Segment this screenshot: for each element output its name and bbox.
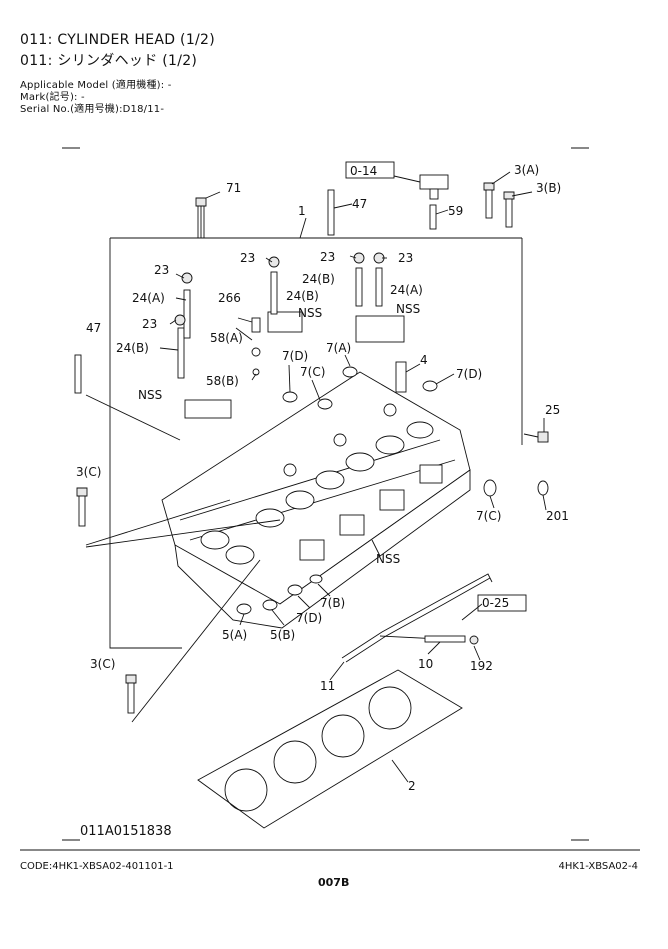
callout-5b: 5(B) [270, 628, 295, 642]
injector-clamp-center [267, 256, 303, 333]
stud-47-top [327, 189, 335, 236]
mark: Mark(記号): - [20, 92, 85, 103]
callout-nss: NSS [298, 306, 322, 320]
callout-47: 47 [352, 197, 367, 211]
callout-4: 4 [420, 353, 428, 367]
leader-lines [85, 171, 547, 783]
callout-47: 47 [86, 321, 101, 335]
callout-7d: 7(D) [296, 611, 322, 625]
callout-7c: 7(C) [300, 365, 325, 379]
drawing-id: 011A0151838 [80, 824, 172, 839]
glow-plug-harness [341, 573, 493, 663]
callout-23: 23 [398, 251, 413, 265]
callout-10: 10 [418, 657, 433, 671]
head-gasket [197, 669, 463, 829]
callout-2: 2 [408, 779, 416, 793]
callout-24a: 24(A) [390, 283, 423, 297]
callout-3c: 3(C) [76, 465, 101, 479]
callout-24a: 24(A) [132, 291, 165, 305]
callout-58b: 58(B) [206, 374, 239, 388]
callout-71: 71 [226, 181, 241, 195]
callout-7b: 7(B) [320, 596, 345, 610]
callout-7d: 7(D) [456, 367, 482, 381]
dowel-266 [251, 317, 261, 376]
injector-clamp-left [174, 272, 232, 419]
bolt-71 [195, 197, 207, 238]
reference-box-025 [477, 594, 527, 612]
callout-25: 25 [545, 403, 560, 417]
bolt-3c-left [76, 487, 88, 527]
callout-0-14: 0-14 [350, 164, 377, 178]
bolt-3b [503, 191, 515, 228]
callout-7d: 7(D) [282, 349, 308, 363]
injector-clamp-right [353, 252, 405, 343]
reference-box-014 [345, 161, 395, 179]
plugs-7 [236, 366, 549, 615]
callout-24b: 24(B) [116, 341, 149, 355]
sheet-code: 4HK1-XBSA02-4 [558, 861, 638, 872]
callout-nss: NSS [396, 302, 420, 316]
callout-266: 266 [218, 291, 241, 305]
callout-5a: 5(A) [222, 628, 247, 642]
callout-58a: 58(A) [210, 331, 243, 345]
bolt-3a [483, 182, 495, 219]
callout-192: 192 [470, 659, 493, 673]
page-title: 011: CYLINDER HEAD (1/2) [20, 32, 216, 48]
callout-23: 23 [142, 317, 157, 331]
bolt-25 [523, 431, 549, 443]
document-code: CODE:4HK1-XBSA02-401101-1 [20, 861, 174, 872]
sleeve-4 [395, 361, 407, 393]
callout-7a: 7(A) [326, 341, 351, 355]
bolt-3c-bottom [125, 674, 137, 714]
serial-number: Serial No.(適用号機):D18/11- [20, 104, 165, 115]
sensor-014 [419, 174, 449, 230]
callout-3c: 3(C) [90, 657, 115, 671]
assembly-frame [109, 238, 182, 649]
page-number: 007B [318, 876, 350, 889]
callout-1: 1 [298, 204, 306, 218]
callout-7c: 7(C) [476, 509, 501, 523]
callout-nss: NSS [138, 388, 162, 402]
callout-nss: NSS [376, 552, 400, 566]
callout-24b: 24(B) [286, 289, 319, 303]
callout-23: 23 [320, 250, 335, 264]
cylinder-head [161, 371, 471, 629]
callout-3b: 3(B) [536, 181, 561, 195]
callout-24b: 24(B) [302, 272, 335, 286]
callout-201: 201 [546, 509, 569, 523]
callout-23: 23 [240, 251, 255, 265]
page-title-japanese: 011: シリンダヘッド (1/2) [20, 53, 198, 69]
applicable-model: Applicable Model (適用機種): - [20, 80, 172, 91]
callout-23: 23 [154, 263, 169, 277]
callout-11: 11 [320, 679, 335, 693]
callout-59: 59 [448, 204, 463, 218]
stud-47-left [74, 354, 82, 394]
callout-3a: 3(A) [514, 163, 539, 177]
callout-0-25: 0-25 [482, 596, 509, 610]
